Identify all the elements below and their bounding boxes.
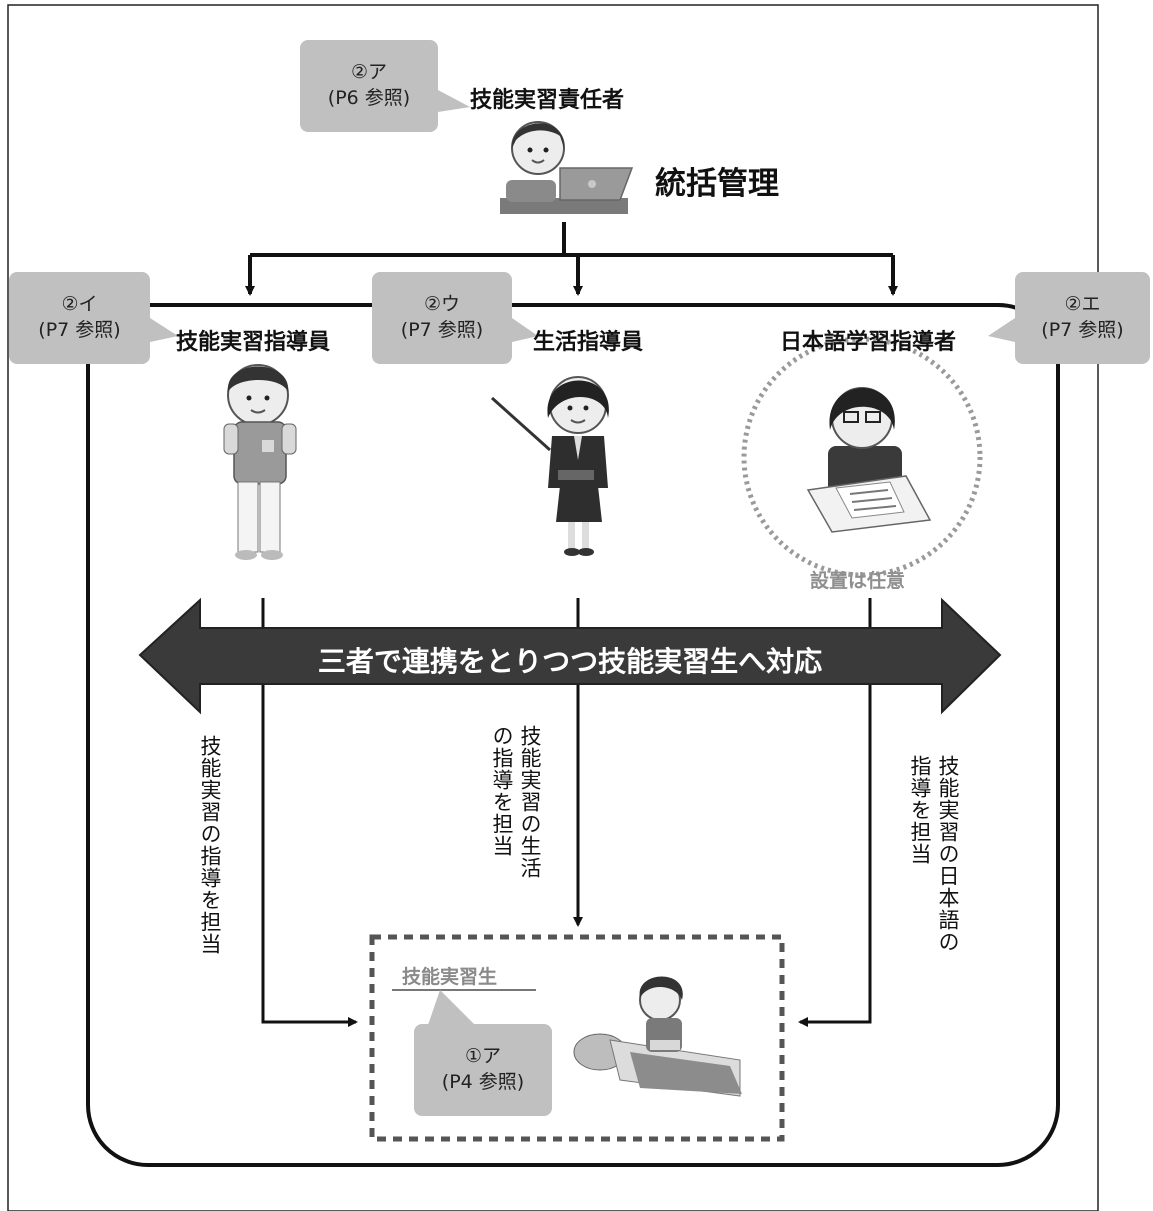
supervisor-title: 技能実習責任者 (470, 88, 625, 113)
japanese-instructor-title: 日本語学習指導者 (780, 330, 957, 355)
callout-supervisor (300, 40, 470, 132)
instructor-duty-text: 技能実習の指導を担当 (198, 735, 222, 955)
japanese-instructor-duty-text: 技能実習の日本語の指導を担当 (908, 755, 960, 953)
callout-life-instructor (372, 272, 538, 364)
distribution-arrows (245, 222, 898, 296)
japanese-instructor-ref-code: ②エ (1064, 293, 1101, 315)
supervisor-ref-page: (P6 参照) (327, 87, 411, 109)
callout-japanese-instructor (988, 272, 1150, 364)
supervisor-role: 統括管理 (655, 166, 779, 202)
life-instructor-illustration (490, 376, 609, 556)
page-frame (7, 4, 1099, 1211)
trainee-ref-code: ①ア (464, 1045, 502, 1067)
supervisor-illustration (500, 121, 634, 214)
optional-role-circle (741, 336, 983, 578)
cooperation-banner-text: 三者で連携をとりつつ技能実習生へ対応 (317, 645, 823, 678)
life-instructor-ref-code: ②ウ (423, 293, 461, 315)
instructor-title: 技能実習指導員 (176, 330, 331, 355)
trainee-illustration (573, 976, 742, 1097)
callout-trainee (414, 990, 552, 1116)
supervisor-ref-code: ②ア (350, 61, 388, 83)
life-instructor-duty-text: 技能実習の生活の指導を担当 (490, 725, 542, 879)
trainee-ref-page: (P4 参照) (441, 1071, 525, 1093)
instructor-ref-code: ②イ (61, 293, 98, 315)
instructor-ref-page: (P7 参照) (38, 319, 121, 341)
trainee-box (369, 934, 785, 1142)
japanese-instructor-ref-page: (P7 参照) (1041, 319, 1124, 341)
instructor-illustration (223, 364, 297, 560)
trainee-title: 技能実習生 (402, 966, 498, 988)
optional-setting-note: 設置は任意 (810, 570, 906, 592)
life-instructor-title: 生活指導員 (533, 330, 644, 355)
team-container (86, 303, 1060, 1167)
cooperation-banner-arrow (138, 597, 1002, 715)
life-instructor-ref-page: (P7 参照) (400, 319, 484, 341)
japanese-instructor-illustration (806, 387, 932, 533)
callout-instructor (9, 272, 178, 364)
